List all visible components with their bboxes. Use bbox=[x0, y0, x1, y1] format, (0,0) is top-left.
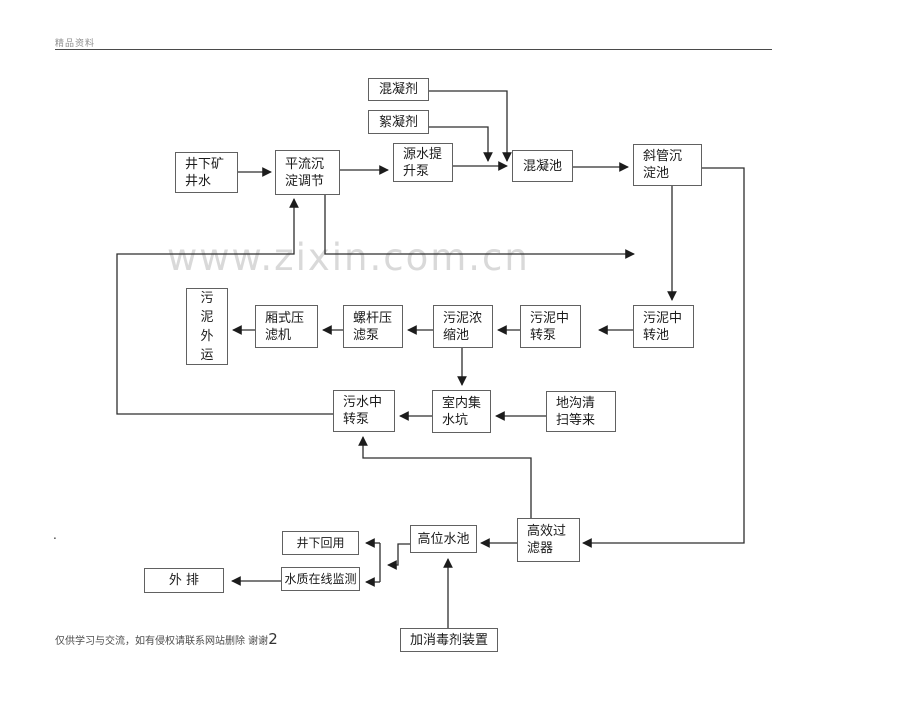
edge-filter-backwash-to-sewage-pump bbox=[358, 436, 532, 518]
node-indoor-collection-pit: 室内集 水坑 bbox=[432, 390, 491, 433]
node-sludge-transfer-pump: 污泥中 转泵 bbox=[520, 305, 581, 348]
node-underground-reuse: 井下回用 bbox=[282, 531, 359, 555]
node-underground-mine-water: 井下矿 井水 bbox=[175, 152, 238, 193]
node-trench-cleaning-inflow: 地沟清 扫等来 bbox=[546, 391, 616, 432]
node-sedimentation-regulation: 平流沉 淀调节 bbox=[275, 150, 340, 195]
node-flocculant: 絮凝剂 bbox=[368, 110, 429, 134]
footer-note: 仅供学习与交流，如有侵权请联系网站删除 谢谢 bbox=[55, 636, 269, 647]
node-disinfectant-dosing-device: 加消毒剂装置 bbox=[400, 628, 498, 652]
node-coagulation-tank: 混凝池 bbox=[512, 150, 573, 182]
node-sludge-outbound-transport: 污 泥 外 运 bbox=[186, 288, 228, 365]
edge-coagulant-to-coagulation-tank bbox=[429, 90, 512, 162]
footer: 仅供学习与交流，如有侵权请联系网站删除 谢谢2 bbox=[55, 630, 278, 648]
node-chamber-filter-press: 厢式压 滤机 bbox=[255, 305, 318, 348]
edge-inclined-tank-to-filter bbox=[582, 167, 745, 548]
node-high-efficiency-filter: 高效过 滤器 bbox=[517, 518, 580, 562]
node-water-quality-monitoring: 水质在线监测 bbox=[281, 567, 360, 591]
node-coagulant: 混凝剂 bbox=[368, 78, 429, 101]
node-sludge-thickening-tank: 污泥浓 缩池 bbox=[433, 305, 493, 348]
edge-sewage-pump-to-regulation-loop bbox=[116, 198, 333, 415]
node-sludge-transfer-tank: 污泥中 转池 bbox=[633, 305, 694, 348]
header-divider bbox=[55, 49, 772, 50]
edge-flocculant-to-coagulation-tank bbox=[429, 126, 493, 162]
node-inclined-tube-sedimentation-tank: 斜管沉 淀池 bbox=[633, 144, 702, 186]
node-elevated-water-tank: 高位水池 bbox=[410, 525, 477, 553]
node-screw-filter-press-pump: 螺杆压 滤泵 bbox=[343, 305, 403, 348]
node-external-discharge: 外 排 bbox=[144, 568, 224, 593]
edge-regulation-overflow-right bbox=[324, 195, 635, 259]
watermark-text: www.zixin.com.cn bbox=[167, 236, 530, 279]
stray-period: . bbox=[53, 528, 57, 542]
page-number: 2 bbox=[268, 630, 278, 648]
page-header-text: 精品资料 bbox=[55, 39, 96, 49]
edge-elevated-tank-to-split bbox=[387, 543, 410, 570]
node-sewage-transfer-pump: 污水中 转泵 bbox=[333, 390, 395, 432]
node-source-water-lift-pump: 源水提 升泵 bbox=[393, 143, 453, 182]
